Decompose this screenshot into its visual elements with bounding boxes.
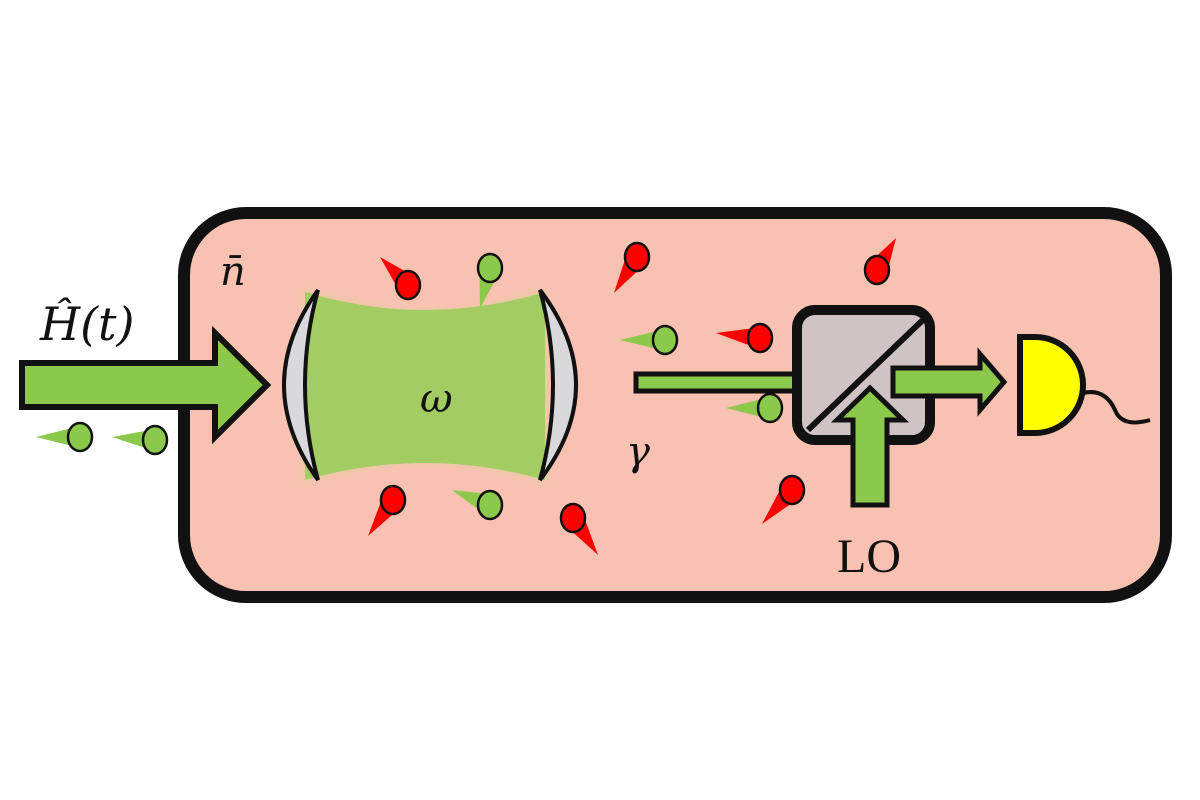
thermal-photon-icon	[559, 502, 598, 555]
signal-photon-icon	[452, 489, 504, 521]
left-mirror	[282, 288, 320, 482]
photodetector	[1017, 334, 1151, 436]
right-mirror	[538, 288, 578, 482]
signal-photon-icon	[112, 424, 169, 456]
drive-input-arrow	[19, 325, 272, 445]
cavity-frequency-label: ω	[420, 376, 453, 422]
signal-photon-icon	[726, 392, 784, 424]
local-oscillator-arrow	[830, 384, 910, 508]
thermal-photon-icon	[762, 474, 806, 524]
detector-input-arrow	[890, 347, 1008, 417]
cavity-mode	[305, 292, 545, 480]
signal-photon-icon	[476, 252, 504, 308]
thermal-photon-icon	[368, 484, 407, 536]
thermal-photon-icon	[614, 241, 651, 293]
beam-splitter	[792, 305, 935, 445]
decay-rate-label: γ	[626, 429, 650, 475]
signal-photon-icon	[36, 421, 94, 453]
thermal-photon-icon	[863, 238, 896, 286]
hamiltonian-label: Ĥ(t)	[39, 296, 135, 351]
thermal-photon-icon	[716, 322, 774, 354]
thermal-photon-icon	[380, 257, 422, 301]
signal-photon-icon	[620, 324, 679, 356]
thermal-occupation-label: n̄	[220, 249, 246, 295]
local-oscillator-label: LO	[837, 530, 901, 583]
